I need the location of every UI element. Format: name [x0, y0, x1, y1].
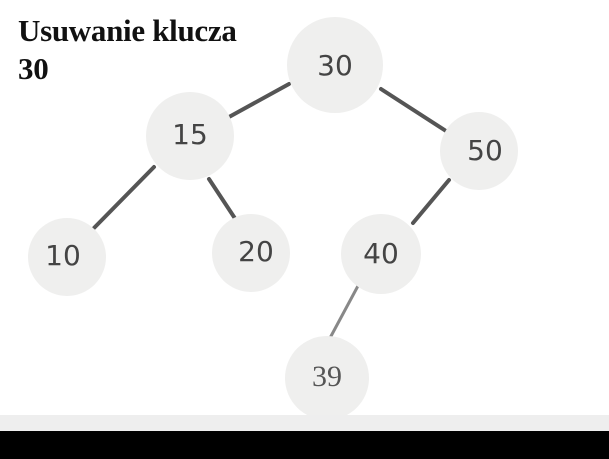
tree-node-50: 50	[440, 112, 518, 190]
tree-node-15: 15	[146, 92, 234, 180]
edge-50-40	[411, 178, 451, 225]
tree-node-39: 39	[285, 336, 369, 415]
node-label-39: 39	[312, 360, 342, 393]
edge-15-10	[92, 165, 156, 230]
node-label-20: 20	[238, 235, 274, 268]
diagram-title: Usuwanie klucza 30	[18, 12, 237, 88]
node-label-10: 10	[45, 239, 81, 272]
node-label-40: 40	[363, 237, 399, 270]
binary-search-tree: 30 15 50 10 20 40 39	[28, 17, 518, 415]
tree-edges	[92, 82, 451, 340]
node-label-15: 15	[172, 118, 208, 151]
tree-nodes: 30 15 50 10 20 40 39	[28, 17, 518, 415]
footer-dark-bar	[0, 431, 609, 459]
tree-node-40: 40	[341, 214, 421, 294]
tree-node-30: 30	[287, 17, 383, 113]
edge-15-20	[207, 177, 240, 225]
tree-node-20: 20	[212, 214, 290, 292]
tree-node-10: 10	[28, 218, 106, 296]
footer-light-strip	[0, 415, 609, 431]
node-label-30: 30	[317, 49, 353, 82]
node-label-50: 50	[467, 134, 503, 167]
edge-40-39	[328, 282, 361, 340]
edge-30-50	[379, 87, 448, 133]
title-line-1: Usuwanie klucza	[18, 13, 237, 48]
edge-30-15	[227, 82, 291, 119]
title-line-2: 30	[18, 51, 49, 86]
